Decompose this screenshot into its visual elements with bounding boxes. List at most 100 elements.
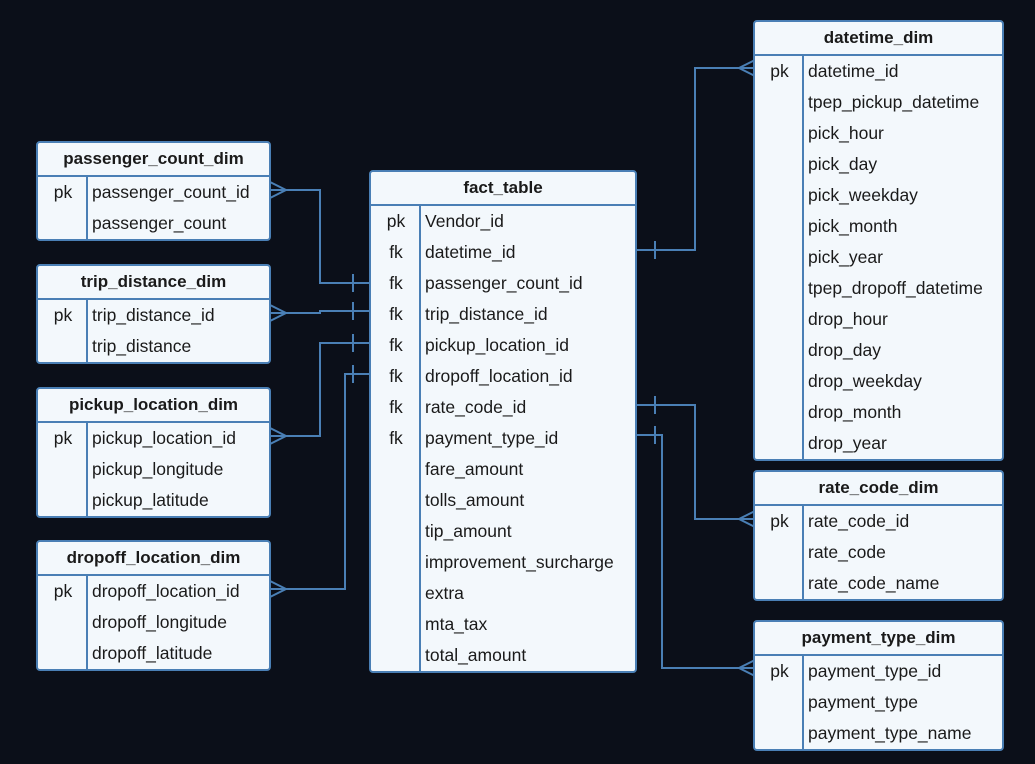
key-type: fk [389,335,403,355]
field-name: fare_amount [425,459,524,479]
field-name: trip_distance_id [92,305,215,325]
field-row[interactable]: drop_day [755,335,1002,366]
field-row[interactable]: payment_type [755,687,1002,718]
field-row[interactable]: rate_code_name [755,568,1002,599]
field-name: pick_year [808,247,883,267]
pickup-location-dim-key-column-divider [38,423,88,516]
field-row[interactable]: pick_month [755,211,1002,242]
field-name: dropoff_latitude [92,643,213,663]
field-row[interactable]: pickup_latitude [38,485,269,516]
field-row[interactable]: extra [371,578,635,609]
field-name: drop_month [808,402,902,422]
field-row[interactable]: tolls_amount [371,485,635,516]
field-row[interactable]: drop_month [755,397,1002,428]
field-row[interactable]: trip_distance [38,331,269,362]
datetime-dim-title: datetime_dim [753,22,1004,56]
field-name: pickup_location_id [425,335,569,355]
field-row[interactable]: drop_hour [755,304,1002,335]
field-row[interactable]: mta_tax [371,609,635,640]
field-row[interactable]: tpep_pickup_datetime [755,87,1002,118]
field-row[interactable]: pk datetime_id [755,56,1002,87]
field-name: pick_day [808,154,878,174]
field-name: rate_code_name [808,573,940,593]
key-type: pk [770,61,789,81]
key-type: fk [389,242,403,262]
field-row[interactable]: total_amount [371,640,635,671]
field-row[interactable]: dropoff_longitude [38,607,269,638]
field-name: payment_type_id [808,661,942,681]
field-row[interactable]: pickup_longitude [38,454,269,485]
field-row[interactable]: improvement_surcharge [371,547,635,578]
field-name: rate_code_id [425,397,527,417]
field-row[interactable]: drop_year [755,428,1002,459]
field-row[interactable]: dropoff_latitude [38,638,269,669]
dropoff-location-dim-key-column-divider [38,576,88,669]
link-payment-type [636,434,755,669]
passenger-count-dim-key-column-divider [38,177,88,239]
field-row[interactable]: rate_code [755,537,1002,568]
trip-distance-dim-key-column-divider [38,300,88,362]
field-row[interactable]: payment_type_name [755,718,1002,749]
field-row[interactable]: pick_day [755,149,1002,180]
field-name: total_amount [425,645,527,665]
field-row[interactable]: passenger_count [38,208,269,239]
field-row[interactable]: pick_year [755,242,1002,273]
field-name: drop_year [808,433,887,453]
field-name: payment_type [808,692,918,712]
field-name: pick_hour [808,123,884,143]
passenger-count-dim-title: passenger_count_dim [36,143,271,177]
link-dropoff-location [270,373,371,590]
field-row[interactable]: pick_weekday [755,180,1002,211]
field-name: rate_code [808,542,886,562]
field-row[interactable]: fare_amount [371,454,635,485]
field-name: drop_weekday [808,371,922,391]
field-row[interactable]: pick_hour [755,118,1002,149]
payment-type-dim-key-column-divider [755,656,804,749]
field-row[interactable]: drop_weekday [755,366,1002,397]
pickup-location-dim-title: pickup_location_dim [36,389,271,423]
field-row[interactable]: tpep_dropoff_datetime [755,273,1002,304]
field-name: tolls_amount [425,490,525,510]
key-type: pk [53,581,73,601]
field-name: payment_type_name [808,723,972,743]
field-row[interactable]: tip_amount [371,516,635,547]
field-name: datetime_id [808,61,899,81]
dropoff-location-dim-title: dropoff_location_dim [36,542,271,576]
field-name: trip_distance [92,336,192,356]
field-name: pick_month [808,216,898,236]
field-name: pick_weekday [808,185,918,205]
field-name: dropoff_longitude [92,612,227,632]
fact-table-key-column-divider [371,206,421,671]
field-name: pickup_location_id [92,428,236,448]
field-name: rate_code_id [808,511,910,531]
crowfoot-trip-distance [269,304,289,322]
crowfoot-datetime [736,59,756,77]
field-row[interactable]: fk pickup_location_id [371,330,635,361]
